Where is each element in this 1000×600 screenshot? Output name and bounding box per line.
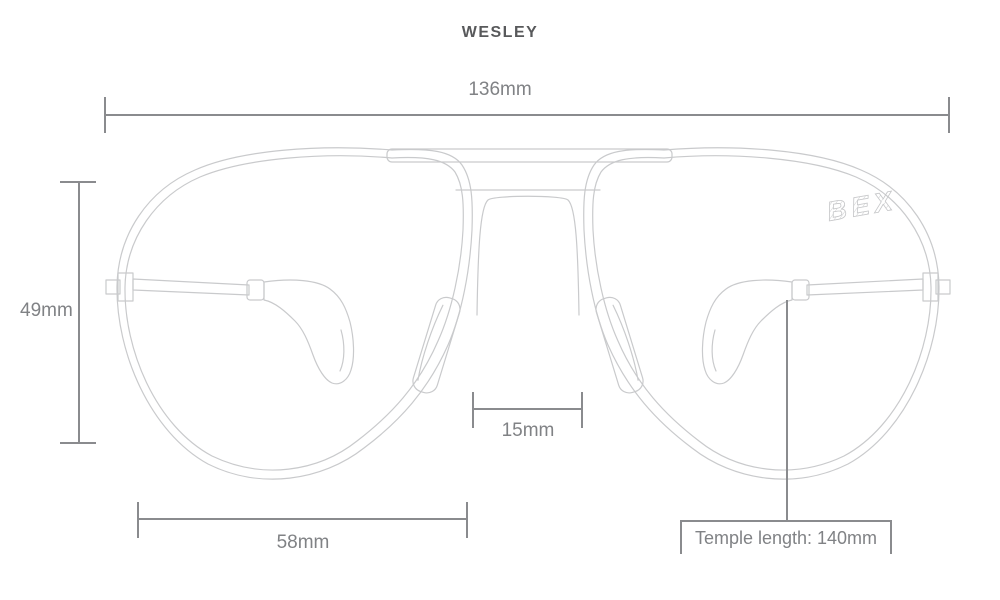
lens-width-dimension-line bbox=[138, 518, 467, 520]
right-temple-arm bbox=[701, 272, 951, 385]
nose-bridge-outline bbox=[477, 196, 579, 315]
total-width-label: 136mm bbox=[468, 79, 532, 100]
temple-length-callout-box: Temple length: 140mm bbox=[680, 520, 892, 554]
lens-height-dimension-cap-bottom bbox=[60, 442, 96, 444]
left-lens-outline bbox=[116, 147, 473, 480]
bridge-width-dimension-line bbox=[473, 408, 582, 410]
lens-width-dimension-cap-left bbox=[137, 502, 139, 538]
bridge-width-dimension-cap-left bbox=[472, 392, 474, 428]
total-width-dimension-cap-right bbox=[948, 97, 950, 133]
left-temple-arm bbox=[105, 272, 355, 385]
lens-width-dimension-cap-right bbox=[466, 502, 468, 538]
bridge-width-dimension-cap-right bbox=[581, 392, 583, 428]
temple-length-leader-line bbox=[786, 300, 788, 522]
product-title: WESLEY bbox=[461, 24, 539, 41]
lens-width-label: 58mm bbox=[276, 532, 330, 553]
bex-logo-text: BEX bbox=[825, 185, 900, 227]
total-width-dimension-cap-left bbox=[104, 97, 106, 133]
bridge-width-label: 15mm bbox=[501, 420, 555, 441]
bex-logo: BEX bbox=[824, 185, 900, 228]
temple-length-label: Temple length: 140mm bbox=[694, 527, 878, 548]
lens-height-dimension-line bbox=[78, 182, 80, 443]
lens-height-dimension-cap-top bbox=[60, 181, 96, 183]
brow-bar-outline bbox=[387, 149, 672, 162]
total-width-dimension-line bbox=[105, 114, 950, 116]
lens-height-label: 49mm bbox=[20, 300, 73, 321]
